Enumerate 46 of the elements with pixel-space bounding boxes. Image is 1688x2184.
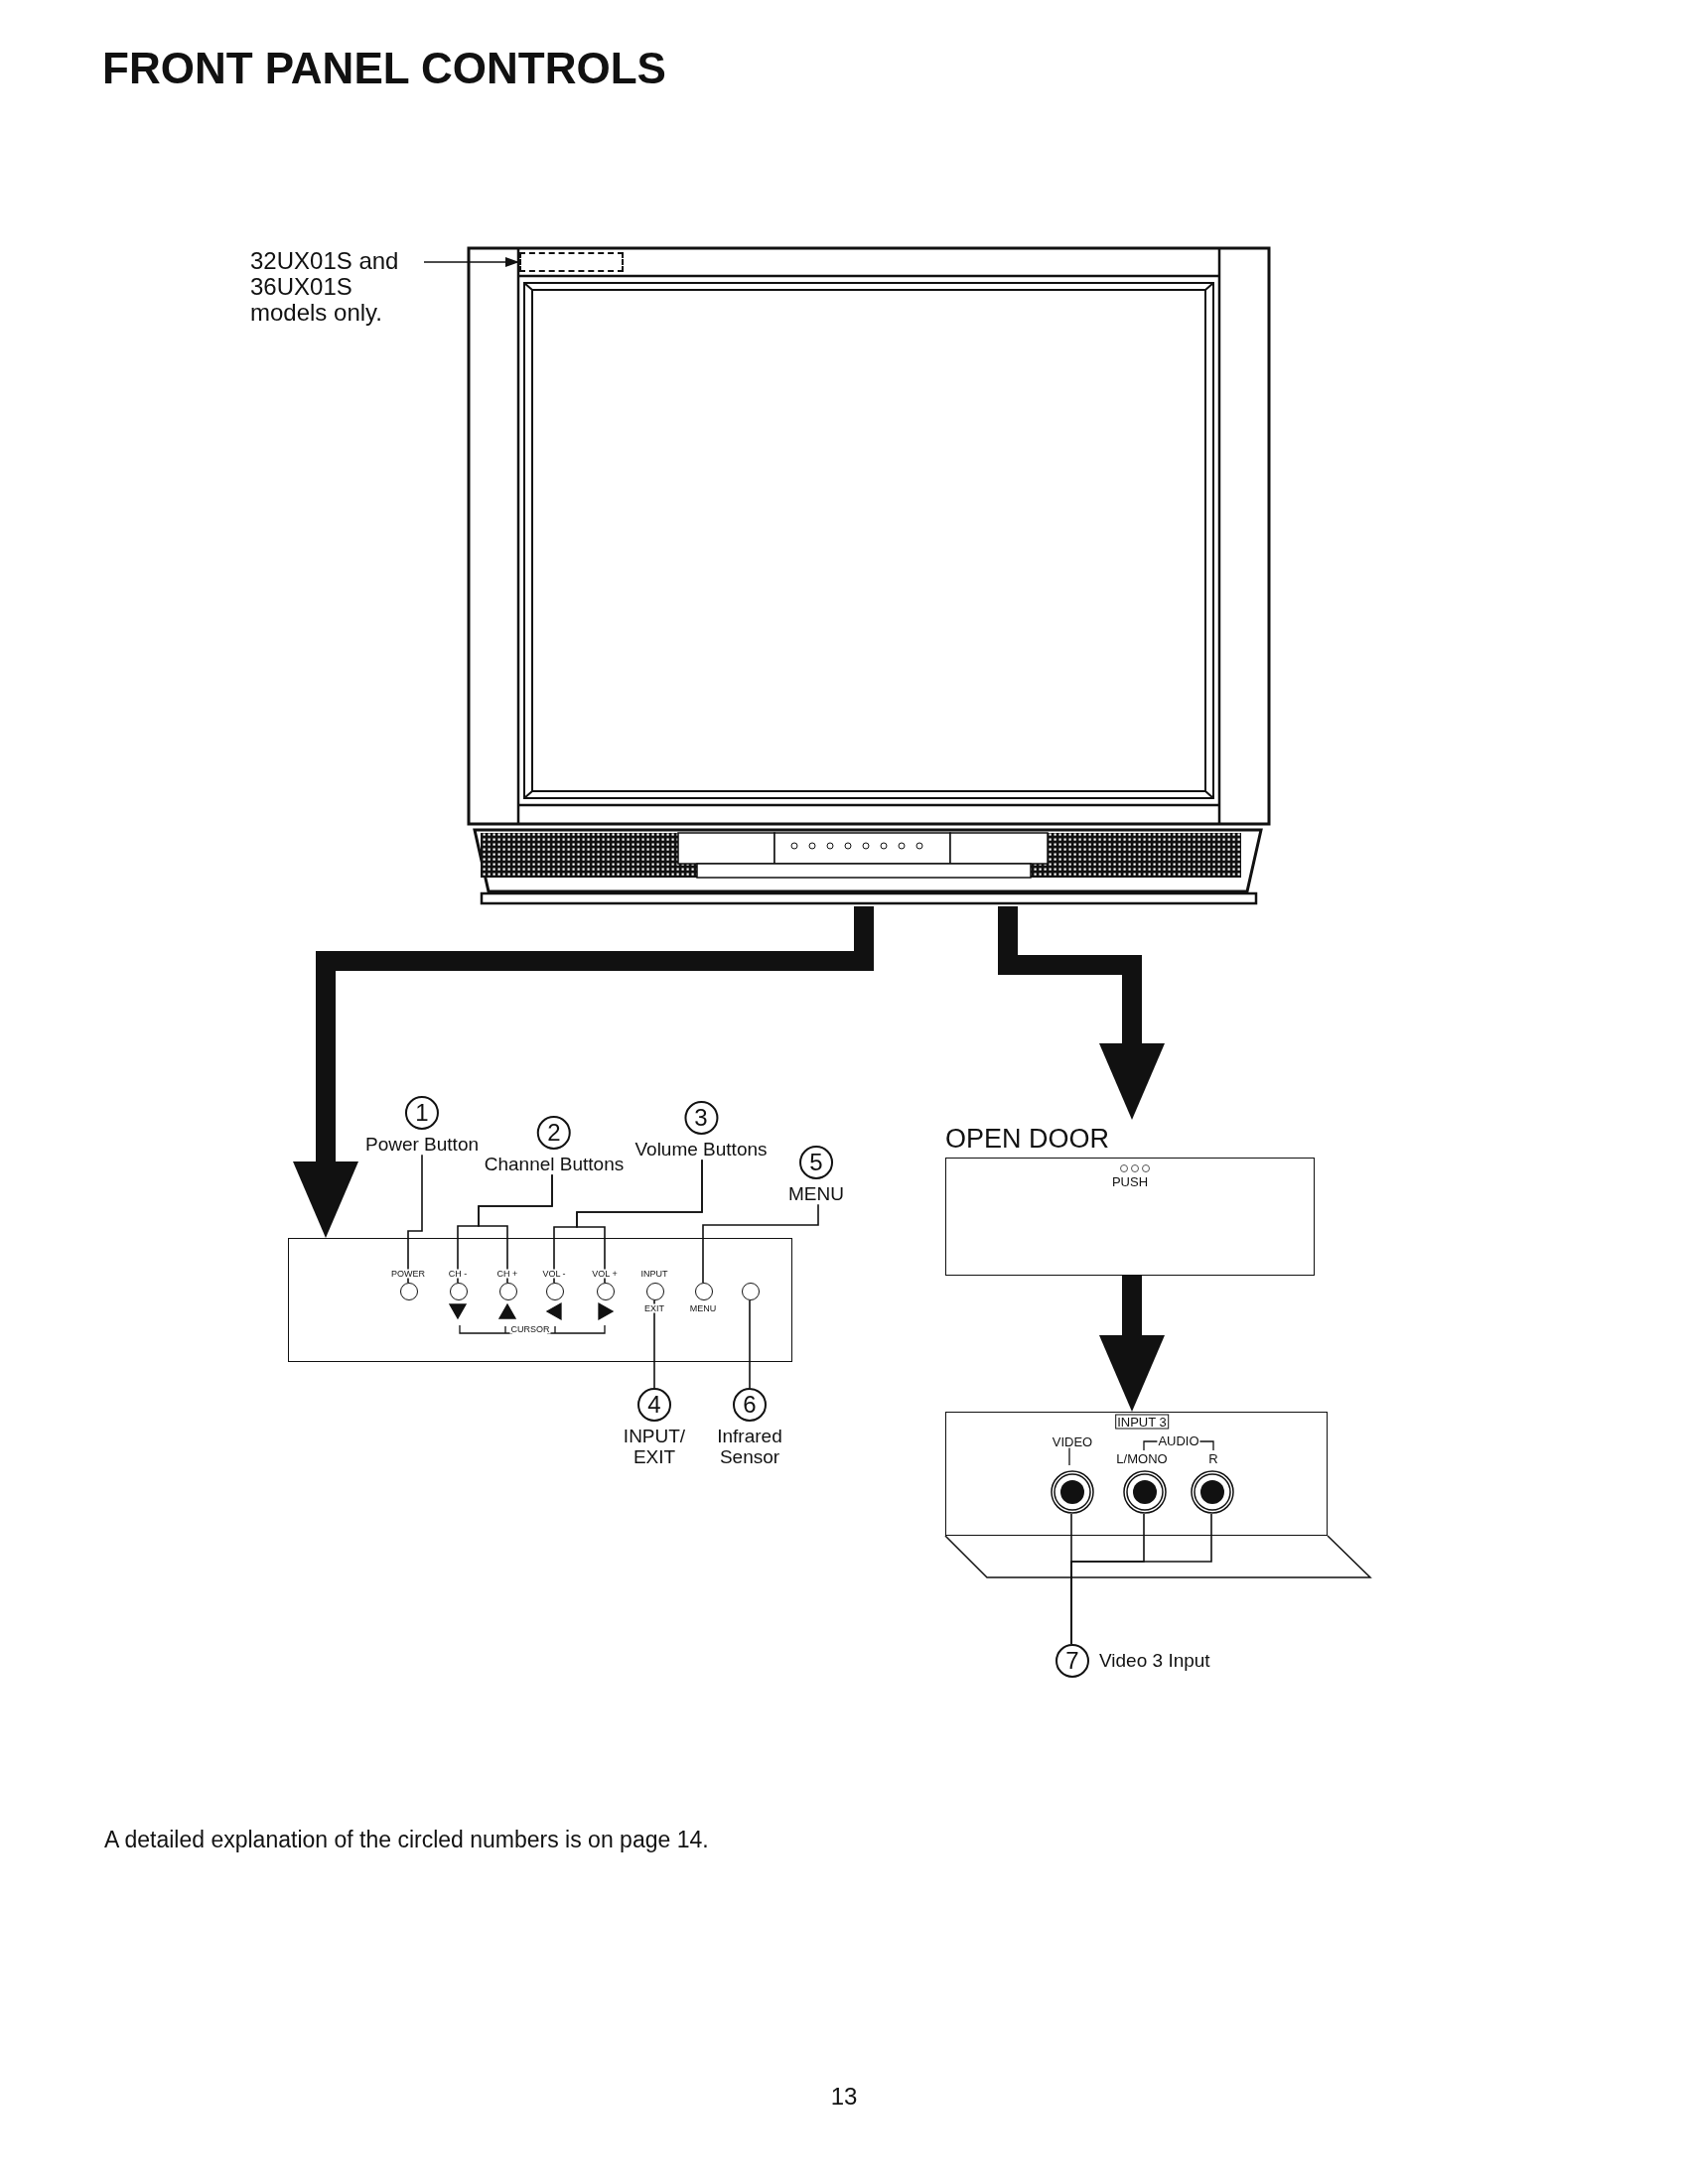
door-text: PUSH [1111,1174,1149,1189]
leader-line [702,1203,819,1284]
button-label: POWER [390,1269,426,1279]
leader-line [407,1154,423,1284]
arrow [423,257,520,267]
leader-line [653,1299,655,1389]
button-label: MENU [688,1303,718,1313]
callout-number: 3 [684,1101,718,1135]
button-label: VOL + [591,1269,619,1279]
jack-group-label: AUDIO [1157,1433,1200,1447]
callout-number: 1 [405,1096,439,1130]
callout-number: 7 [1055,1644,1089,1678]
callout-number: 6 [733,1388,767,1422]
block-arrow [1099,1276,1165,1412]
section-label: INPUT 3 [1115,1414,1169,1430]
button-label: CH - [447,1269,469,1279]
jack-label: L/MONO [1115,1451,1169,1465]
page-title: FRONT PANEL CONTROLS [102,44,666,93]
jack-label: VIDEO [1051,1434,1094,1448]
leader-line [478,1173,553,1284]
leader-line [1070,1513,1212,1645]
callout-number: 5 [799,1146,833,1179]
button-label: CH + [495,1269,519,1279]
button-label: VOL - [541,1269,567,1279]
leader-line [749,1299,751,1389]
callout-text: Channel Buttons [484,1154,625,1175]
model-note: 32UX01S and 36UX01S models only. [250,248,400,326]
button-label: INPUT [639,1269,669,1279]
block-arrow [293,906,874,1238]
callout-number: 2 [537,1116,571,1150]
input-panel [945,1412,1328,1536]
callout-text: Infrared Sensor [716,1426,783,1468]
callout-number: 4 [637,1388,671,1422]
callout-text: Volume Buttons [634,1139,768,1160]
jack-label: R [1207,1451,1219,1465]
control-panel [288,1238,792,1362]
callout-text: Power Button [364,1134,480,1156]
leader-line [576,1159,703,1284]
cursor-label: CURSOR [509,1324,551,1334]
dashed-marker-box [519,252,624,272]
button-label: EXIT [643,1303,665,1313]
door-heading: OPEN DOOR [945,1123,1111,1156]
callout-text: INPUT/ EXIT [622,1426,687,1468]
footnote: A detailed explanation of the circled numbers is on page 14. [104,1827,709,1853]
callout-text: MENU [788,1183,844,1205]
callout-text: Video 3 Input [1099,1650,1210,1672]
